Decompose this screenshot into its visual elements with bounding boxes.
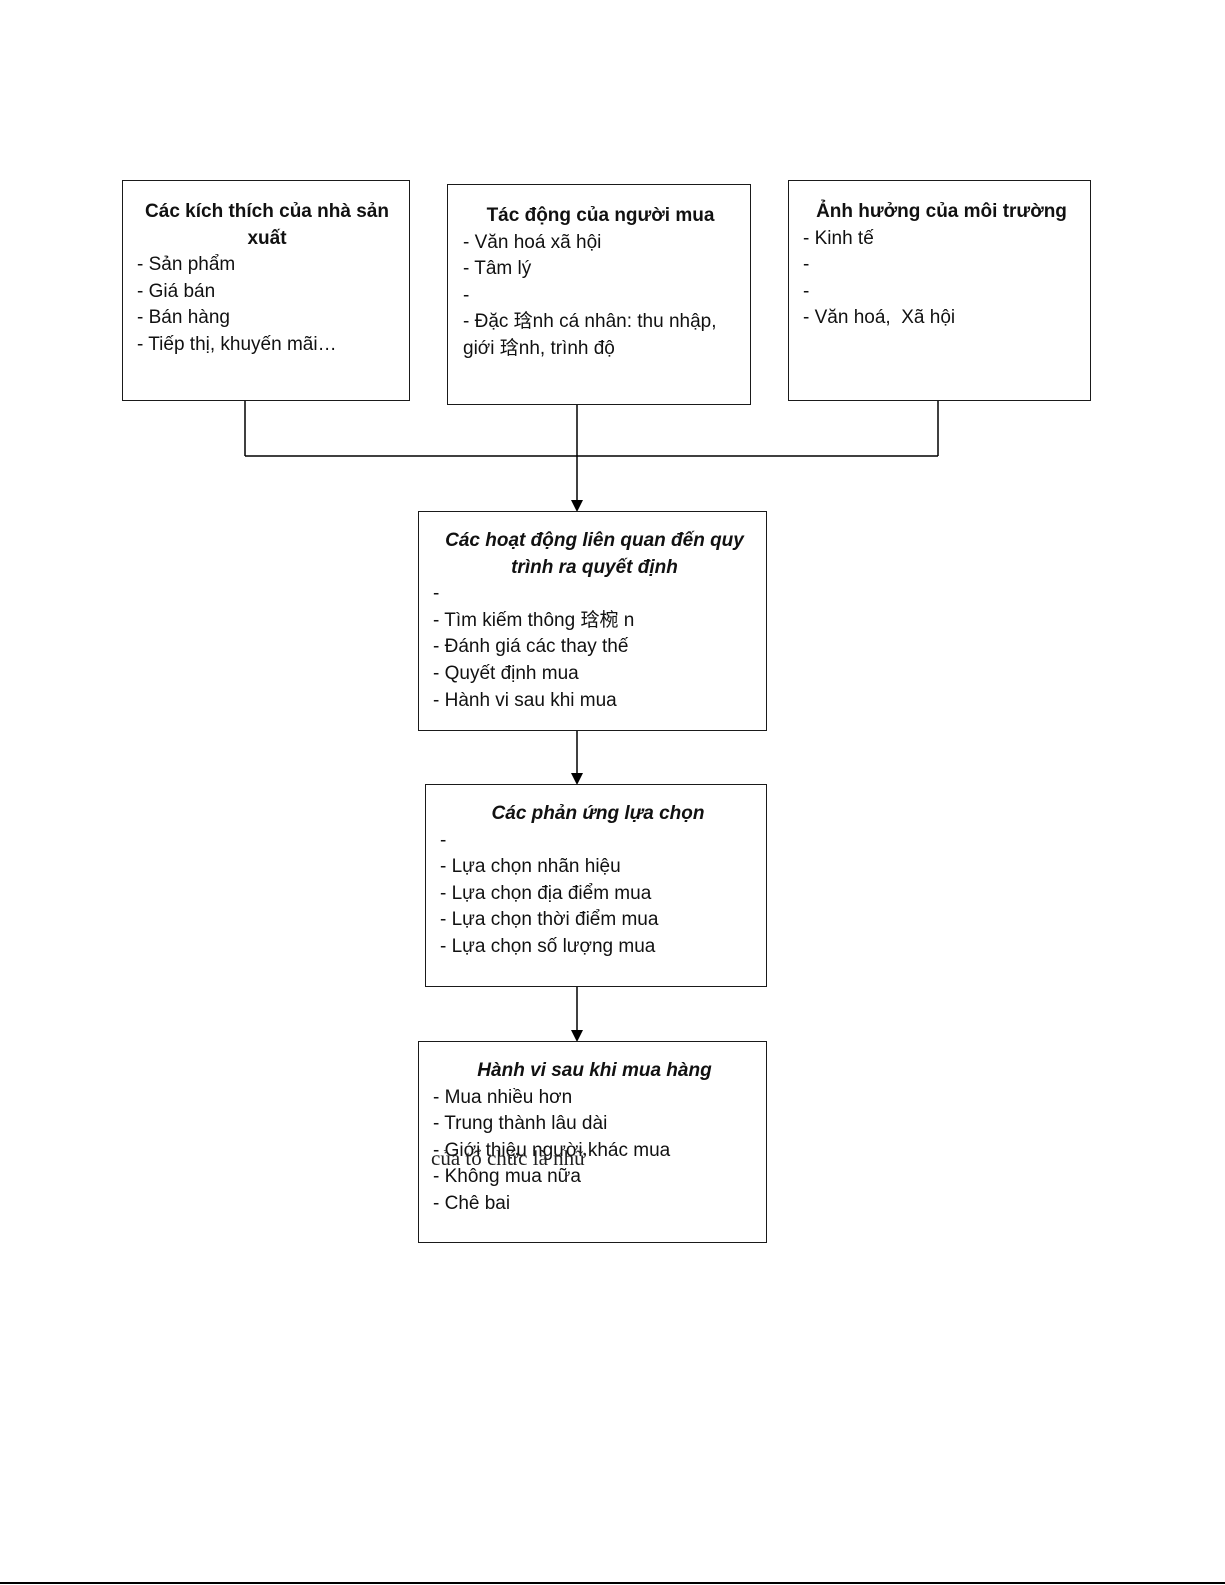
box-title: Các hoạt động liên quan đến quy trình ra… bbox=[445, 530, 744, 578]
box-lines: - Kinh tế - - - Văn hoá, Xã hội bbox=[803, 226, 1080, 332]
manufacturer-stimuli-box: Các kích thích của nhà sản xuất - Sản ph… bbox=[122, 180, 410, 401]
box-lines: - Văn hoá xã hội - Tâm lý - - Đặc 琀nh cá nh… bbox=[463, 230, 738, 363]
box-line-item: - Quyết định mua bbox=[433, 662, 579, 684]
box-lines: - - Tìm kiếm thông 琀椀 n - Đánh giá các tha… bbox=[433, 581, 756, 714]
box-line-item: - Tiếp thị, khuyến mãi… bbox=[137, 333, 337, 355]
overlay-text: của tổ chức là nhữ bbox=[431, 1146, 586, 1170]
box-line-item: - Giá bán bbox=[137, 280, 216, 302]
box-line-item: - Mua nhiều hơn bbox=[433, 1086, 573, 1108]
box-line-item: - bbox=[440, 829, 447, 851]
box-title: Các kích thích của nhà sản xuất bbox=[145, 201, 389, 249]
box-lines: - Sản phẩm - Giá bán - Bán hàng - Tiếp thị,… bbox=[137, 252, 397, 358]
box-line-item: - bbox=[463, 284, 470, 306]
box-line-item: - Lựa chọn địa điểm mua bbox=[440, 882, 652, 904]
box-line-item: - Lựa chọn nhãn hiệu bbox=[440, 856, 621, 878]
box-title: Hành vi sau khi mua hàng bbox=[477, 1060, 712, 1081]
box-title: Tác động của người mua bbox=[486, 205, 715, 226]
buyer-influence-box: Tác động của người mua - Văn hoá xã hội-… bbox=[447, 184, 751, 405]
box-line-item: - Trung thành lâu dài bbox=[433, 1113, 608, 1135]
box-lines: - Mua nhiều hơn - Trung thành lâu dài - Gi… bbox=[433, 1085, 756, 1218]
decision-process-box: Các hoạt động liên quan đến quy trình ra… bbox=[418, 511, 767, 731]
box-line-item: - bbox=[803, 280, 810, 302]
box-line-item: - bbox=[803, 254, 810, 276]
box-title: Các phản ứng lựa chọn bbox=[491, 803, 705, 824]
box-line-item: - Kinh tế bbox=[803, 227, 874, 249]
box-line-item: - Sản phẩm bbox=[137, 254, 236, 276]
box-line-item: - Tìm kiếm thông 琀椀 n bbox=[433, 609, 635, 631]
box-line-item: - Hành vi sau khi mua bbox=[433, 689, 617, 711]
box-title: Ảnh hưởng của môi trường bbox=[816, 201, 1067, 222]
box-line-item: - Chê bai bbox=[433, 1192, 511, 1214]
box-line-item: - Không mua nữa bbox=[433, 1166, 581, 1188]
post-purchase-behavior-box: Hành vi sau khi mua hàng - Mua nhiều hơn… bbox=[418, 1041, 767, 1243]
box-line-item: - Tâm lý bbox=[463, 258, 532, 280]
box-line-item: giới 琀nh, trình độ bbox=[463, 337, 615, 359]
box-lines: - - Lựa chọn nhãn hiệu - Lựa chọn địa điểm… bbox=[440, 828, 756, 961]
choice-responses-box: Các phản ứng lựa chọn - - Lựa chọn nhãn h… bbox=[425, 784, 767, 987]
box-line-item: - Văn hoá xã hội bbox=[463, 231, 602, 253]
box-line-item: - Lựa chọn thời điểm mua bbox=[440, 909, 659, 931]
box-line-item: - Đặc 琀nh cá nhân: thu nhập, bbox=[463, 311, 717, 333]
box-line-item: - Giới thiệu người khác mua bbox=[433, 1139, 671, 1161]
box-line-item: - Bán hàng bbox=[137, 307, 230, 329]
box-line-item: - Lựa chọn số lượng mua bbox=[440, 935, 656, 957]
box-line-item: - Văn hoá, Xã hội bbox=[803, 307, 956, 329]
environment-influence-box: Ảnh hưởng của môi trường - Kinh tế - - - Vă… bbox=[788, 180, 1091, 401]
box-line-item: - bbox=[433, 583, 440, 605]
box-line-item: - Đánh giá các thay thế bbox=[433, 636, 629, 658]
page-bottom-rule bbox=[0, 1582, 1225, 1584]
